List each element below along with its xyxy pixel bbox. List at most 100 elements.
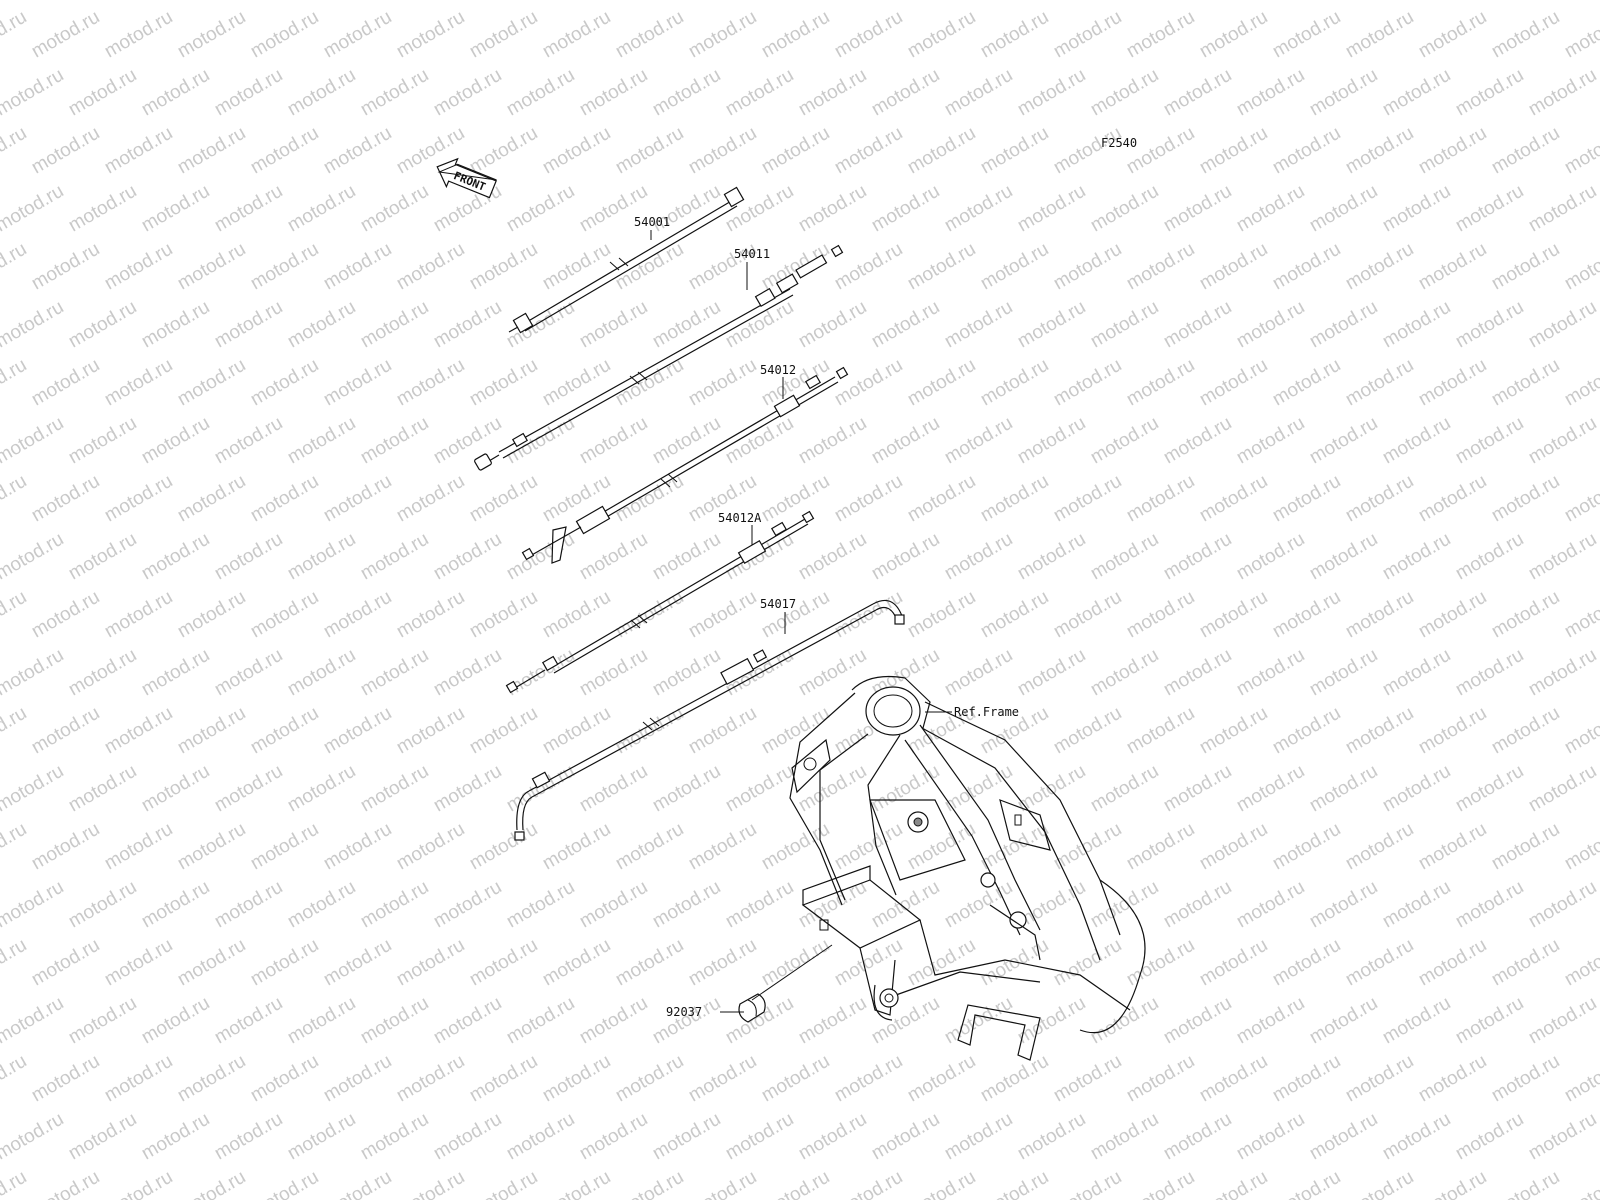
- watermark-text: motod.ru: [138, 181, 213, 237]
- watermark-text: motod.ru: [211, 529, 286, 585]
- watermark-text: motod.ru: [904, 935, 979, 991]
- watermark-text: motod.ru: [758, 587, 833, 643]
- watermark-text: motod.ru: [430, 413, 505, 469]
- watermark-text: motod.ru: [28, 587, 103, 643]
- watermark-text: motod.ru: [795, 529, 870, 585]
- watermark-text: motod.ru: [831, 123, 906, 179]
- watermark-text: motod.ru: [503, 761, 578, 817]
- watermark-text: motod.ru: [1415, 123, 1490, 179]
- watermark-text: motod.ru: [28, 703, 103, 759]
- watermark-text: motod.ru: [0, 65, 67, 121]
- watermark-text: motod.ru: [1561, 7, 1600, 63]
- watermark-text: motod.ru: [0, 7, 30, 63]
- part-54017-choke-cable[interactable]: [514, 599, 905, 841]
- watermark-text: motod.ru: [1014, 529, 1089, 585]
- watermark-text: motod.ru: [357, 529, 432, 585]
- watermark-text: motod.ru: [1525, 877, 1600, 933]
- part-54001-speedometer-cable[interactable]: [508, 186, 745, 334]
- watermark-text: motod.ru: [758, 471, 833, 527]
- watermark-text: motod.ru: [1525, 0, 1600, 4]
- watermark-text: motod.ru: [1160, 181, 1235, 237]
- part-92037-clamp[interactable]: [738, 993, 766, 1023]
- watermark-text: motod.ru: [284, 181, 359, 237]
- watermark-text: motod.ru: [1561, 471, 1600, 527]
- watermark-text: motod.ru: [1452, 181, 1527, 237]
- watermark-text: motod.ru: [1452, 761, 1527, 817]
- watermark-text: motod.ru: [904, 587, 979, 643]
- watermark-text: motod.ru: [101, 1051, 176, 1107]
- watermark-text: motod.ru: [28, 1167, 103, 1200]
- watermark-text: motod.ru: [211, 297, 286, 353]
- watermark-text: motod.ru: [0, 587, 30, 643]
- watermark-text: motod.ru: [174, 7, 249, 63]
- watermark-text: motod.ru: [320, 703, 395, 759]
- watermark-text: motod.ru: [977, 471, 1052, 527]
- watermark-text: motod.ru: [941, 0, 1016, 4]
- watermark-text: motod.ru: [247, 587, 322, 643]
- watermark-text: motod.ru: [101, 355, 176, 411]
- watermark-text: motod.ru: [868, 181, 943, 237]
- watermark-text: motod.ru: [0, 1109, 67, 1165]
- watermark-text: motod.ru: [1306, 993, 1381, 1049]
- watermark-text: motod.ru: [1196, 7, 1271, 63]
- watermark-text: motod.ru: [357, 877, 432, 933]
- watermark-text: motod.ru: [612, 471, 687, 527]
- watermark-text: motod.ru: [430, 529, 505, 585]
- watermark-text: motod.ru: [941, 529, 1016, 585]
- watermark-text: motod.ru: [1123, 1167, 1198, 1200]
- watermark-text: motod.ru: [612, 239, 687, 295]
- watermark-text: motod.ru: [1160, 993, 1235, 1049]
- reference-frame: [789, 675, 1146, 1061]
- part-54012A-throttle-return-cable[interactable]: [505, 510, 815, 694]
- watermark-text: motod.ru: [1452, 529, 1527, 585]
- watermark-text: motod.ru: [138, 993, 213, 1049]
- label-54011: 54011: [734, 247, 770, 261]
- watermark-text: motod.ru: [904, 7, 979, 63]
- watermark-text: motod.ru: [28, 1051, 103, 1107]
- watermark-text: motod.ru: [101, 819, 176, 875]
- watermark-text: motod.ru: [211, 645, 286, 701]
- watermark-text: motod.ru: [1306, 65, 1381, 121]
- watermark-text: motod.ru: [795, 65, 870, 121]
- watermark-text: motod.ru: [1196, 819, 1271, 875]
- watermark-text: motod.ru: [1379, 993, 1454, 1049]
- watermark-text: motod.ru: [1525, 65, 1600, 121]
- watermark-text: motod.ru: [1014, 1109, 1089, 1165]
- watermark-text: motod.ru: [758, 703, 833, 759]
- watermark-text: motod.ru: [0, 297, 67, 353]
- watermark-text: motod.ru: [612, 1167, 687, 1200]
- watermark-text: motod.ru: [831, 471, 906, 527]
- watermark-text: motod.ru: [1415, 239, 1490, 295]
- watermark-text: motod.ru: [539, 819, 614, 875]
- watermark-text: motod.ru: [685, 1051, 760, 1107]
- watermark-text: motod.ru: [174, 1167, 249, 1200]
- watermark-text: motod.ru: [466, 471, 541, 527]
- watermark-text: motod.ru: [1160, 297, 1235, 353]
- watermark-text: motod.ru: [904, 471, 979, 527]
- part-54012-throttle-cable[interactable]: [521, 366, 849, 564]
- watermark-text: motod.ru: [1269, 239, 1344, 295]
- watermark-text: motod.ru: [138, 413, 213, 469]
- watermark-text: motod.ru: [101, 239, 176, 295]
- watermark-text: motod.ru: [685, 7, 760, 63]
- watermark-text: motod.ru: [649, 1109, 724, 1165]
- watermark-text: motod.ru: [0, 413, 67, 469]
- watermark-text: motod.ru: [1452, 0, 1527, 4]
- watermark-text: motod.ru: [1123, 1051, 1198, 1107]
- watermark-text: motod.ru: [758, 1051, 833, 1107]
- watermark-text: motod.ru: [1123, 935, 1198, 991]
- watermark-text: motod.ru: [1561, 123, 1600, 179]
- watermark-text: motod.ru: [576, 877, 651, 933]
- watermark-text: motod.ru: [1196, 703, 1271, 759]
- part-54011-clutch-cable[interactable]: [474, 244, 844, 471]
- watermark-text: motod.ru: [1561, 935, 1600, 991]
- watermark-text: motod.ru: [430, 993, 505, 1049]
- watermark-text: motod.ru: [941, 297, 1016, 353]
- watermark-text: motod.ru: [1160, 645, 1235, 701]
- watermark-text: motod.ru: [357, 297, 432, 353]
- watermark-text: motod.ru: [1050, 1051, 1125, 1107]
- watermark-text: motod.ru: [941, 1109, 1016, 1165]
- watermark-text: motod.ru: [1525, 413, 1600, 469]
- watermark-text: motod.ru: [868, 529, 943, 585]
- watermark-text: motod.ru: [722, 65, 797, 121]
